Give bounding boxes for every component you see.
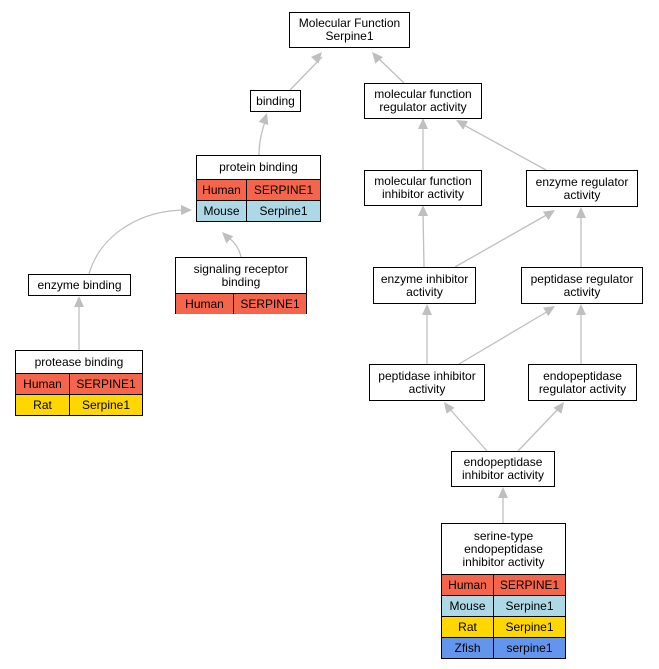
node-title-line: molecular function	[374, 174, 472, 188]
species-cell: Mouse	[442, 596, 494, 616]
edge-arrowhead	[258, 113, 269, 126]
node-title-line: endopeptidase	[464, 541, 543, 556]
node-title-line: protein binding	[219, 160, 298, 174]
node-title-line: enzyme regulator	[535, 174, 629, 189]
species-cell: Human	[176, 294, 234, 314]
edge-line	[454, 212, 551, 268]
annotation-row-human: Human SERPINE1	[176, 293, 306, 314]
gene-cell: serpine1	[506, 641, 553, 655]
node-title-line: endopeptidase	[543, 368, 622, 383]
edge-line	[458, 309, 551, 365]
edge-arrowhead	[422, 304, 432, 315]
annotation-row-human: Human SERPINE1	[197, 179, 320, 200]
edge-arrowhead	[456, 120, 469, 130]
node-title-line: binding	[256, 93, 295, 108]
node-endopeptidase-inhibitor-activity[interactable]: endopeptidase inhibitor activity	[451, 451, 555, 487]
gene-cell: SERPINE1	[76, 377, 136, 391]
node-enzyme-inhibitor-activity[interactable]: enzyme inhibitor activity	[373, 267, 476, 304]
node-protein-binding[interactable]: protein binding Human SERPINE1 Mouse Ser…	[196, 155, 321, 222]
edge-line	[447, 406, 488, 452]
gene-cell: Serpine1	[505, 599, 554, 613]
species-cell: Mouse	[197, 201, 247, 221]
node-molecular-function[interactable]: Molecular Function Serpine1	[289, 12, 410, 48]
node-title-line: regulator activity	[538, 381, 627, 396]
species-cell: Rat	[442, 617, 494, 637]
edge-arrowhead	[372, 52, 383, 64]
edge-arrowhead	[74, 296, 84, 307]
edge-arrowhead	[543, 306, 555, 317]
edge-line	[422, 210, 425, 268]
edge-line	[375, 55, 405, 84]
edge-arrowhead	[310, 52, 322, 64]
gene-cell: Serpine1	[81, 398, 131, 412]
node-binding[interactable]: binding	[250, 90, 301, 112]
node-molecular-function-inhibitor-activity[interactable]: molecular function inhibitor activity	[364, 170, 482, 206]
annotation-row-mouse: Mouse Serpine1	[442, 595, 565, 616]
node-title-line: inhibitor activity	[461, 468, 545, 482]
gene-cell: SERPINE1	[499, 578, 560, 592]
edge-arrowhead	[418, 205, 428, 216]
edge-arrowhead	[498, 487, 508, 498]
node-peptidase-inhibitor-activity[interactable]: peptidase inhibitor activity	[369, 364, 485, 401]
node-title-line: protease binding	[34, 354, 124, 369]
edge-arrowhead	[444, 402, 455, 414]
node-enzyme-binding[interactable]: enzyme binding	[28, 274, 131, 296]
node-title-line: molecular function	[374, 87, 472, 101]
node-title-line: activity	[406, 284, 443, 299]
node-title-line: activity	[408, 381, 446, 396]
node-peptidase-regulator-activity[interactable]: peptidase regulator activity	[521, 267, 643, 304]
node-title-line: Molecular Function	[298, 16, 401, 30]
edge-line	[517, 406, 561, 452]
species-cell: Human	[197, 180, 247, 200]
node-title-line: inhibitor activity	[381, 187, 465, 201]
edge-line	[88, 209, 187, 275]
node-title-line: serine-type	[473, 528, 534, 543]
node-title-line: signaling receptor	[193, 261, 289, 276]
annotation-row-mouse: Mouse Serpine1	[197, 200, 320, 221]
node-title-line: enzyme inhibitor	[380, 271, 469, 286]
edge-arrowhead	[553, 402, 564, 414]
edge-arrowhead	[181, 205, 192, 215]
node-molecular-function-regulator-activity[interactable]: molecular function regulator activity	[364, 83, 482, 119]
node-title-line: Serpine1	[325, 29, 374, 43]
node-serine-type-endopeptidase-inhibitor-activity[interactable]: serine-type endopeptidase inhibitor acti…	[441, 523, 566, 659]
node-title-line: peptidase inhibitor	[378, 368, 476, 383]
species-cell: Human	[16, 374, 70, 394]
gene-cell: Serpine1	[259, 204, 308, 218]
annotation-row-rat: Rat Serpine1	[16, 394, 142, 415]
node-title-line: regulator activity	[379, 100, 467, 114]
node-title-line: peptidase regulator	[530, 271, 634, 286]
gene-cell: SERPINE1	[240, 297, 300, 311]
node-signaling-receptor-binding[interactable]: signaling receptor binding Human SERPINE…	[175, 257, 307, 314]
species-cell: Human	[442, 575, 494, 595]
gene-cell: SERPINE1	[253, 183, 314, 197]
edge-line	[461, 123, 547, 171]
edge-line	[289, 56, 323, 91]
annotation-row-rat: Rat Serpine1	[442, 616, 565, 637]
node-endopeptidase-regulator-activity[interactable]: endopeptidase regulator activity	[528, 364, 637, 401]
node-title-line: activity	[563, 284, 601, 299]
edge-arrowhead	[418, 118, 428, 129]
species-cell: Zfish	[442, 638, 494, 658]
node-enzyme-regulator-activity[interactable]: enzyme regulator activity	[526, 170, 638, 207]
species-cell: Rat	[16, 395, 70, 415]
node-title-line: inhibitor activity	[462, 554, 545, 569]
annotation-row-zfish: Zfish serpine1	[442, 637, 565, 658]
node-title-line: binding	[221, 274, 261, 289]
edge-arrowhead	[576, 207, 586, 218]
annotation-row-human: Human SERPINE1	[16, 373, 142, 394]
annotation-row-human: Human SERPINE1	[442, 574, 565, 595]
edge-arrowhead	[222, 232, 234, 244]
gene-cell: Serpine1	[505, 620, 554, 634]
edge-line	[258, 118, 267, 156]
node-title-line: enzyme binding	[37, 277, 122, 292]
edge-arrowhead	[543, 210, 555, 221]
node-protease-binding[interactable]: protease binding Human SERPINE1 Rat Serp…	[15, 350, 143, 416]
node-title-line: activity	[563, 187, 601, 202]
edge-arrowhead	[576, 304, 586, 315]
node-title-line: endopeptidase	[463, 455, 543, 469]
